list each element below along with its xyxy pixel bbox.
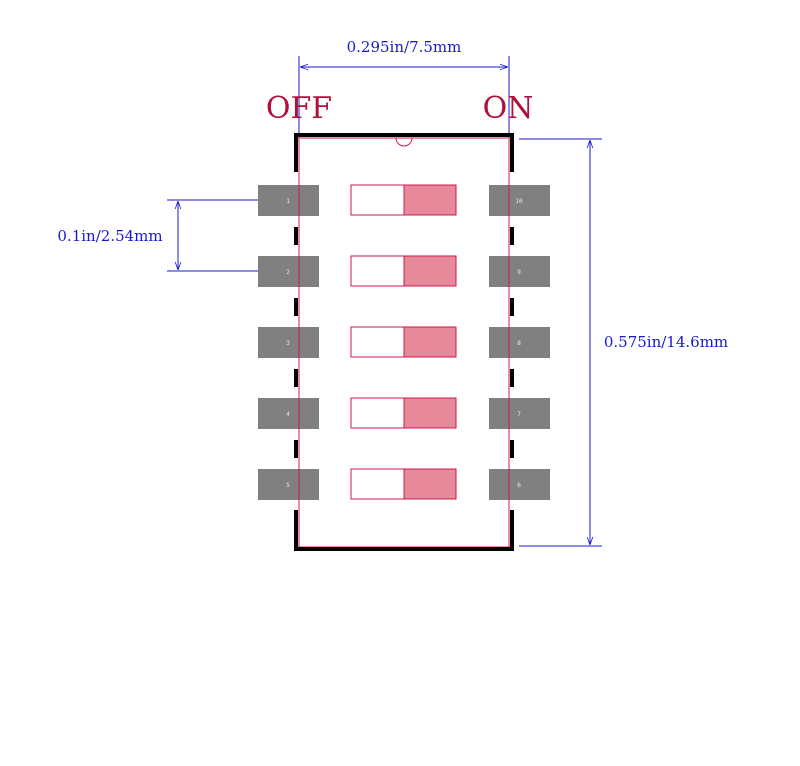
off-label: OFF (266, 91, 332, 126)
pad-right-7 (489, 398, 550, 429)
pin-number: 10 (515, 198, 523, 205)
pin-numbers-left: 1 2 3 4 5 (286, 198, 290, 489)
height-dimension: 0.575in/14.6mm (519, 138, 728, 547)
switch-5 (350, 468, 457, 500)
pin-number: 9 (517, 269, 521, 276)
pad-right-8 (489, 327, 550, 358)
pin-number: 7 (517, 411, 521, 418)
pin-number: 4 (286, 411, 290, 418)
pad-left-3 (258, 327, 319, 358)
width-dimension-label: 0.295in/7.5mm (347, 38, 462, 56)
pin-number: 6 (517, 482, 521, 489)
switch-4 (350, 397, 457, 429)
pin-numbers-right: 10 9 8 7 6 (515, 198, 523, 489)
pad-right-10 (489, 185, 550, 216)
silkscreen-outline (294, 133, 514, 551)
pad-right-9 (489, 256, 550, 287)
pin-number: 1 (286, 198, 290, 205)
switch-2 (350, 255, 457, 287)
on-label: ON (483, 91, 534, 126)
pin1-notch (395, 137, 413, 147)
pad-left-1 (258, 185, 319, 216)
pitch-dimension-label: 0.1in/2.54mm (57, 227, 162, 245)
pad-left-2 (258, 256, 319, 287)
switch-3 (350, 326, 457, 358)
pad-left-4 (258, 398, 319, 429)
pad-left-5 (258, 469, 319, 500)
pin-number: 2 (286, 269, 290, 276)
left-pads (258, 185, 319, 500)
switches (350, 184, 457, 500)
pin-number: 3 (286, 340, 290, 347)
pin-number: 5 (286, 482, 290, 489)
right-pads (489, 185, 550, 500)
pad-right-6 (489, 469, 550, 500)
pitch-dimension: 0.1in/2.54mm (57, 199, 290, 272)
pin-number: 8 (517, 340, 521, 347)
height-dimension-label: 0.575in/14.6mm (604, 333, 728, 351)
switch-1 (350, 184, 457, 216)
